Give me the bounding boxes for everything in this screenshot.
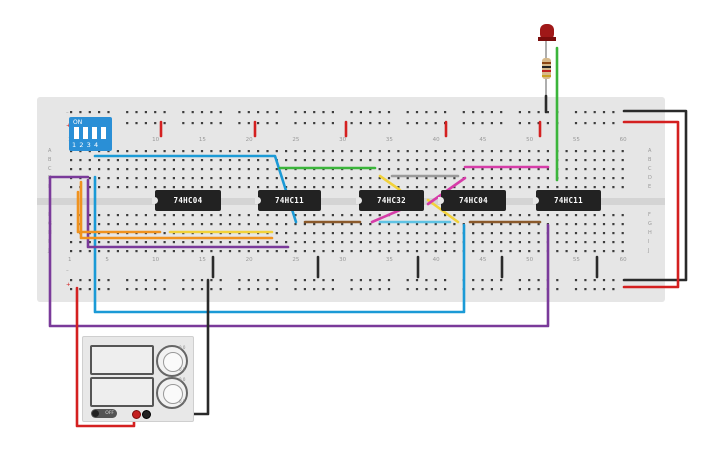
wire-red-rail-loop[interactable] [622,120,680,289]
column-number-bottom: 1 [68,257,72,263]
dip-switch-toggle-2[interactable] [83,127,88,139]
row-letter: D [648,175,652,181]
column-number-bottom: 55 [572,257,580,263]
psu-negative-terminal[interactable] [142,410,151,419]
column-number-bottom: 25 [292,257,300,263]
dip-switch-on-label: ON [73,119,83,126]
column-number-bottom: 60 [619,257,627,263]
column-number-top: 60 [619,137,627,143]
ic-chip-1[interactable]: 74HC04 [152,190,221,211]
row-letter: I [648,239,650,245]
wire-purple-inner[interactable] [86,178,290,249]
row-letter: A [48,148,52,154]
ic-chip-3[interactable]: 74HC32 [356,190,424,211]
column-number-bottom: 40 [432,257,440,263]
row-letter: H [648,230,652,236]
column-number-bottom: 15 [198,257,206,263]
column-number-top: 10 [152,137,160,143]
wire-black-rail-loop[interactable] [622,109,688,282]
column-number-bottom: 35 [385,257,393,263]
wire-orange-1[interactable] [76,190,162,234]
column-number-top: 25 [292,137,300,143]
column-number-bottom: 45 [479,257,487,263]
wire-blue-top[interactable] [93,154,298,224]
dip-switch[interactable]: ON 1234 [69,117,112,151]
ic-chip-label: 74HC32 [377,196,406,205]
column-number-bottom: 5 [105,257,109,263]
ic-chip-label: 74HC11 [275,196,304,205]
wire-purple-outer[interactable] [48,175,550,328]
psu-knob-label: 0.0 [179,377,186,382]
row-letter: C [648,166,652,172]
psu-power-switch[interactable]: OFF [91,409,117,418]
ic-chip-label: 74HC04 [459,196,488,205]
dip-switch-toggle-1[interactable] [74,127,79,139]
dip-switch-toggle-4[interactable] [101,127,106,139]
column-number-top: 30 [339,137,347,143]
column-number-top: 35 [385,137,393,143]
dip-switch-numbers: 1234 [72,141,102,149]
rail-sign-bottom-plus: + [66,282,71,288]
wire-orange-2[interactable] [79,180,274,240]
wire-magenta-cross-2[interactable] [370,208,402,224]
row-letter: A [648,148,652,154]
ic-chip-4[interactable]: 74HC04 [438,190,506,211]
column-number-top: 55 [572,137,580,143]
ic-chip-label: 74HC11 [554,196,583,205]
column-number-top: 50 [526,137,534,143]
psu-positive-terminal[interactable] [132,410,141,419]
psu-switch-label: OFF [105,411,114,416]
power-supply[interactable]: 0.0 0.5 0.0 0.5 OFF [82,336,194,422]
psu-display-current [90,377,154,407]
resistor[interactable] [542,58,551,79]
wire-blue-long[interactable] [93,175,466,314]
dip-switch-toggle-3[interactable] [92,127,97,139]
psu-knob-label: 0.0 [179,345,186,350]
column-number-bottom: 10 [152,257,160,263]
rail-sign-top-plus: + [66,123,71,129]
row-letter: G [648,221,652,227]
column-number-top: 15 [198,137,206,143]
psu-display-voltage [90,345,154,375]
rail-sign-bottom-minus: – [66,268,69,274]
wire-yellow-cross-1[interactable] [378,174,402,192]
column-number-bottom: 50 [526,257,534,263]
ic-chip-5[interactable]: 74HC11 [533,190,601,211]
row-letter: J [648,248,650,254]
column-number-bottom: 30 [339,257,347,263]
column-number-top: 45 [479,137,487,143]
row-letter: E [648,184,652,190]
row-letter: B [648,157,652,163]
ic-chip-label: 74HC04 [173,196,203,205]
column-number-top: 40 [432,137,440,143]
rail-sign-top-minus: – [66,110,69,116]
led[interactable] [538,24,556,41]
row-letter: F [648,212,651,218]
psu-voltage-knob[interactable] [156,345,188,377]
row-letter: C [48,166,52,172]
wire-yellow-cross-2[interactable] [426,198,460,224]
psu-knob-label: 0.5 [179,399,186,404]
breadboard-center-channel [37,198,665,205]
row-letter: B [48,157,52,163]
column-number-bottom: 20 [245,257,253,263]
column-number-top: 20 [245,137,253,143]
psu-current-knob[interactable] [156,377,188,409]
ic-chip-2[interactable]: 74HC11 [255,190,321,211]
psu-knob-label: 0.5 [179,367,186,372]
